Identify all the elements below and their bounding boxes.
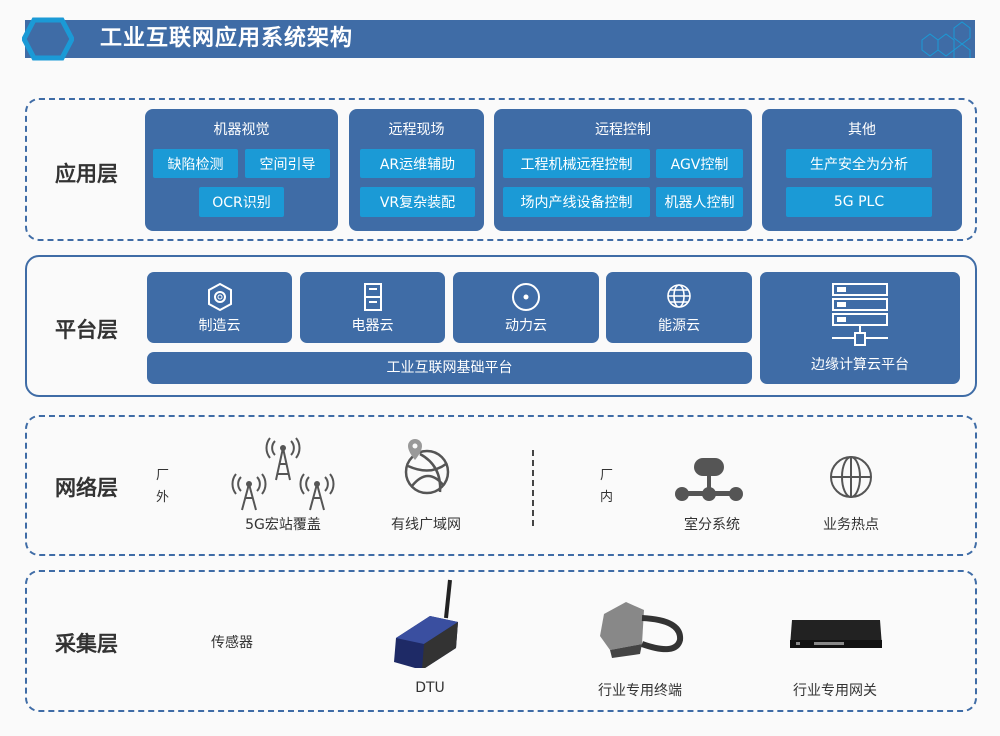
- group-title: 远程控制: [595, 122, 651, 138]
- edge-computing-platform[interactable]: 边缘计算云平台: [760, 272, 960, 384]
- hexagon-pattern-icon: [921, 21, 971, 58]
- network-item-hotspot: 业务热点: [823, 517, 879, 533]
- wan-globe-pin-icon: [404, 439, 450, 495]
- network-item-wired-wan: 有线广域网: [391, 517, 461, 533]
- network-topology-icon: [675, 458, 743, 501]
- collection-layer-label: 采集层: [55, 632, 118, 656]
- collection-item-dtu: DTU: [415, 680, 445, 696]
- item-line-control[interactable]: 场内产线设备控制: [503, 187, 650, 217]
- cell-towers-icon: [231, 437, 335, 511]
- item-agv-control[interactable]: AGV控制: [656, 149, 743, 178]
- dtu-device-icon: [394, 579, 458, 668]
- inside-factory-label: 厂内: [600, 468, 614, 505]
- network-item-indoor: 室分系统: [684, 517, 740, 533]
- cloud-label: 能源云: [658, 318, 700, 334]
- base-platform[interactable]: 工业互联网基础平台: [147, 352, 752, 384]
- item-defect-detection[interactable]: 缺陷检测: [153, 149, 238, 178]
- item-ocr[interactable]: OCR识别: [199, 187, 284, 217]
- item-vr[interactable]: VR复杂装配: [360, 187, 475, 217]
- cloud-electrical[interactable]: 电器云: [300, 272, 445, 343]
- network-item-5g-macro: 5G宏站覆盖: [245, 517, 321, 533]
- platform-layer-label: 平台层: [55, 318, 118, 342]
- server-rack-icon: [832, 283, 888, 346]
- item-robot-control[interactable]: 机器人控制: [656, 187, 743, 217]
- outside-factory-label: 厂外: [156, 468, 170, 505]
- globe-icon: [830, 456, 872, 498]
- title-bar: [25, 20, 975, 58]
- group-title: 其他: [848, 122, 876, 138]
- vr-headset-icon: [600, 602, 684, 658]
- collection-item-gateway: 行业专用网关: [793, 683, 877, 699]
- gateway-device-icon: [790, 620, 882, 648]
- cloud-label: 电器云: [351, 318, 394, 334]
- item-spatial-guidance[interactable]: 空间引导: [245, 149, 330, 178]
- item-5g-plc[interactable]: 5G PLC: [786, 187, 932, 217]
- globe-icon: [667, 284, 691, 308]
- hexagon-icon: [22, 17, 74, 61]
- cloud-manufacturing[interactable]: 制造云: [147, 272, 292, 343]
- hex-nut-icon: [207, 282, 232, 312]
- page-title: 工业互联网应用系统架构: [100, 26, 354, 51]
- edge-label: 边缘计算云平台: [811, 357, 909, 373]
- cloud-label: 动力云: [505, 318, 547, 334]
- platform-layer: [25, 255, 977, 397]
- item-ar[interactable]: AR运维辅助: [360, 149, 475, 178]
- item-machinery-control[interactable]: 工程机械远程控制: [503, 149, 650, 178]
- item-safety-analysis[interactable]: 生产安全为分析: [786, 149, 932, 178]
- network-layer-label: 网络层: [55, 476, 118, 500]
- group-title: 机器视觉: [213, 122, 270, 138]
- cloud-power[interactable]: 动力云: [453, 272, 599, 343]
- disc-icon: [512, 283, 540, 311]
- sensor-label: 传感器: [211, 635, 253, 651]
- divider: [532, 450, 534, 526]
- cabinet-icon: [363, 283, 382, 311]
- application-layer: [25, 98, 977, 241]
- collection-item-terminal: 行业专用终端: [598, 683, 682, 699]
- application-layer-label: 应用层: [55, 162, 118, 186]
- group-title: 远程现场: [388, 122, 445, 138]
- collection-layer: [25, 570, 977, 712]
- cloud-energy[interactable]: 能源云: [606, 272, 752, 343]
- cloud-label: 制造云: [198, 318, 241, 334]
- network-layer: [25, 415, 977, 556]
